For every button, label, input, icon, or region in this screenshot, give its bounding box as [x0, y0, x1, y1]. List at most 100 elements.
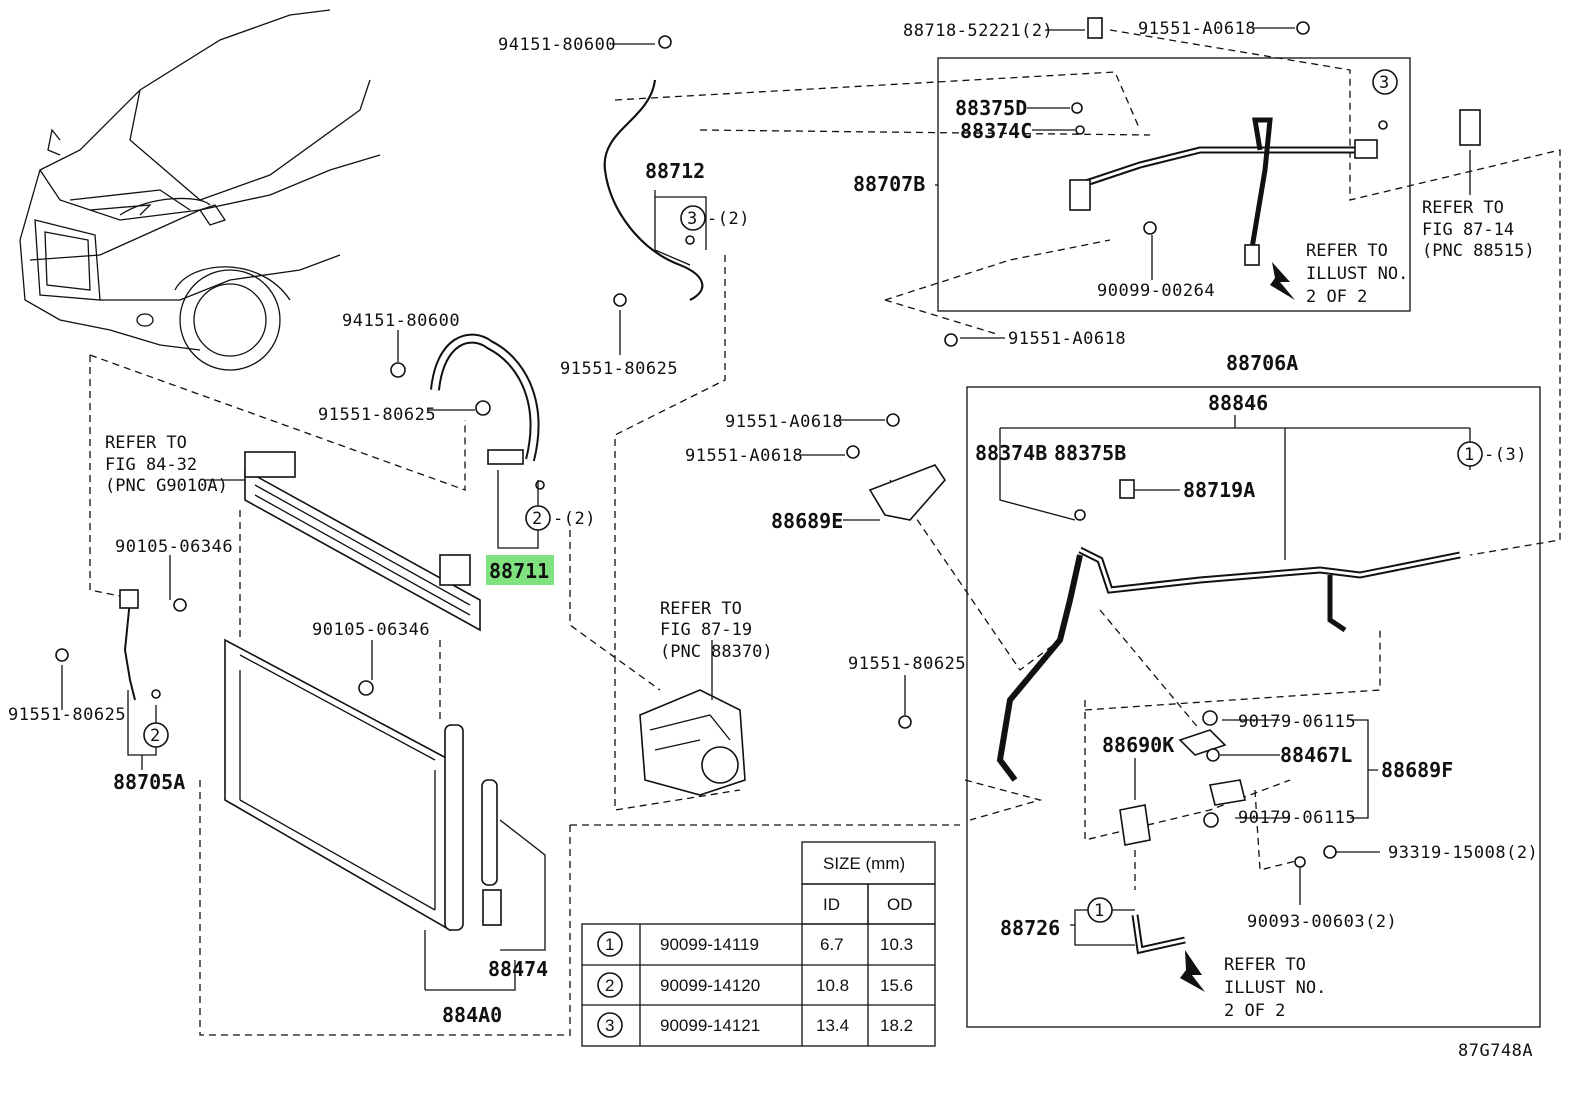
table-col-id: ID: [823, 895, 840, 914]
note-illust2-line3: 2 OF 2: [1224, 1001, 1285, 1021]
table-col-od: OD: [887, 895, 913, 914]
callout-3-88712: 3: [687, 209, 698, 229]
label-88707B: 88707B: [853, 172, 925, 196]
label-88689E: 88689E: [771, 509, 843, 533]
callout-circle-1-88726: [1087, 897, 1113, 923]
label-93319-15008: 93319-15008(2): [1388, 843, 1538, 863]
table-row-2-ref-circle: [597, 972, 623, 998]
sensor-88705A: [119, 589, 139, 701]
table-row-3-id: 13.4: [816, 1016, 849, 1035]
fastener-glyphs: [55, 17, 1481, 868]
highlight-88711: [486, 555, 554, 585]
label-88712: 88712: [645, 159, 705, 183]
label-88474: 88474: [488, 957, 548, 981]
hose-88712: [603, 79, 704, 301]
label-88375B: 88375B: [1054, 441, 1126, 465]
bracket-88689E: [868, 464, 947, 521]
note-fig87-19-line3: (PNC 88370): [660, 642, 773, 662]
table-row-3-od: 18.2: [880, 1016, 913, 1035]
label-90179-06115-a: 90179-06115: [1238, 712, 1356, 732]
label-91551-80625-a: 91551-80625: [560, 359, 678, 379]
callout-2-88711-qty: -(2): [553, 509, 596, 529]
callout-3-88712-qty: -(2): [707, 209, 750, 229]
table-header-size: SIZE (mm): [823, 854, 905, 873]
note-illust1-line2: ILLUST NO.: [1306, 264, 1408, 284]
label-90093-00603: 90093-00603(2): [1247, 912, 1397, 932]
callout-2-88705A: 2: [150, 726, 161, 746]
table-row-2-ref: 2: [605, 976, 614, 995]
vehicle-illustration: [19, 9, 381, 371]
note-fig87-14-line1: REFER TO: [1422, 198, 1504, 218]
label-91551-A0618-top: 91551-A0618: [1138, 19, 1256, 39]
label-94151-80600-top: 94151-80600: [498, 35, 616, 55]
pipe-88846: [996, 546, 1461, 782]
label-88711: 88711: [489, 559, 549, 583]
callout-circle-3-top: [1372, 69, 1398, 95]
label-884A0: 884A0: [442, 1003, 502, 1027]
label-88375D: 88375D: [955, 96, 1027, 120]
label-88706A: 88706A: [1226, 351, 1298, 375]
note-fig87-14-line2: FIG 87-14: [1422, 220, 1514, 240]
callout-circle-1-88846: [1457, 441, 1483, 467]
note-fig84-line3: (PNC G9010A): [105, 476, 228, 496]
note-fig87-19-line1: REFER TO: [660, 599, 742, 619]
table-row-3-ref: 3: [605, 1016, 614, 1035]
label-leaders: [61, 27, 1471, 991]
label-88467L: 88467L: [1280, 743, 1352, 767]
label-88690K: 88690K: [1102, 733, 1174, 757]
radiator-reference-part: [244, 451, 481, 632]
filter-88474: [481, 779, 502, 926]
pipe-88707B: [1069, 117, 1378, 266]
label-91551-80625-d: 91551-80625: [8, 705, 126, 725]
label-94151-80600-mid: 94151-80600: [342, 311, 460, 331]
note-illust1-line3: 2 OF 2: [1306, 287, 1367, 307]
label-91551-A0618-a: 91551-A0618: [725, 412, 843, 432]
callout-1-88726: 1: [1094, 901, 1105, 921]
callout-2-88711: 2: [532, 509, 543, 529]
callout-1-88846-qty: -(3): [1484, 445, 1527, 465]
label-90105-06346-b: 90105-06346: [312, 620, 430, 640]
label-90099-00264: 90099-00264: [1097, 281, 1215, 301]
label-90179-06115-b: 90179-06115: [1238, 808, 1356, 828]
note-fig87-14-line3: (PNC 88515): [1422, 241, 1535, 261]
compressor-reference: [639, 689, 746, 796]
label-91551-80625-c: 91551-80625: [848, 654, 966, 674]
label-91551-A0618-b: 91551-A0618: [685, 446, 803, 466]
table-row-1-od: 10.3: [880, 935, 913, 954]
callout-circle-2-88711: [525, 505, 551, 531]
pipe-88726: [1131, 914, 1186, 955]
leader-dashed-lines: [89, 29, 1561, 1040]
note-illust1-line1: REFER TO: [1306, 241, 1388, 261]
label-91551-80625-b: 91551-80625: [318, 405, 436, 425]
figure-id: 87G748A: [1458, 1041, 1533, 1061]
callout-circle-3-88712: [680, 205, 706, 231]
label-88718-52221: 88718-52221(2): [903, 21, 1053, 41]
table-row-1-id: 6.7: [820, 935, 844, 954]
label-88705A: 88705A: [113, 770, 185, 794]
size-table: SIZE (mm) ID OD 1 90099-14119 6.7 10.3 2…: [581, 841, 936, 1047]
label-88374C: 88374C: [960, 119, 1032, 143]
condenser-884A0: [224, 638, 464, 932]
label-88846: 88846: [1208, 391, 1268, 415]
callout-3-top: 3: [1379, 73, 1390, 93]
table-row-2-od: 15.6: [880, 976, 913, 995]
callout-circle-2-88705A: [143, 722, 169, 748]
label-88719A: 88719A: [1183, 478, 1255, 502]
table-row-2-part: 90099-14120: [660, 976, 760, 995]
label-88726: 88726: [1000, 916, 1060, 940]
note-illust2-line2: ILLUST NO.: [1224, 978, 1326, 998]
table-row-1-ref-circle: [597, 931, 623, 957]
callout-1-88846: 1: [1464, 445, 1475, 465]
arrow-refer-illust-1: [1270, 262, 1295, 300]
label-88689F: 88689F: [1381, 758, 1453, 782]
table-row-1-part: 90099-14119: [660, 935, 759, 954]
arrow-refer-illust-2: [1180, 950, 1205, 992]
assembly-box-88706A: [966, 386, 1541, 1028]
hose-88711: [430, 333, 540, 465]
label-88374B: 88374B: [975, 441, 1047, 465]
note-fig84-line1: REFER TO: [105, 433, 187, 453]
label-91551-A0618-mid: 91551-A0618: [1008, 329, 1126, 349]
table-row-3-ref-circle: [597, 1012, 623, 1038]
label-90105-06346-a: 90105-06346: [115, 537, 233, 557]
table-row-1-ref: 1: [605, 935, 614, 954]
